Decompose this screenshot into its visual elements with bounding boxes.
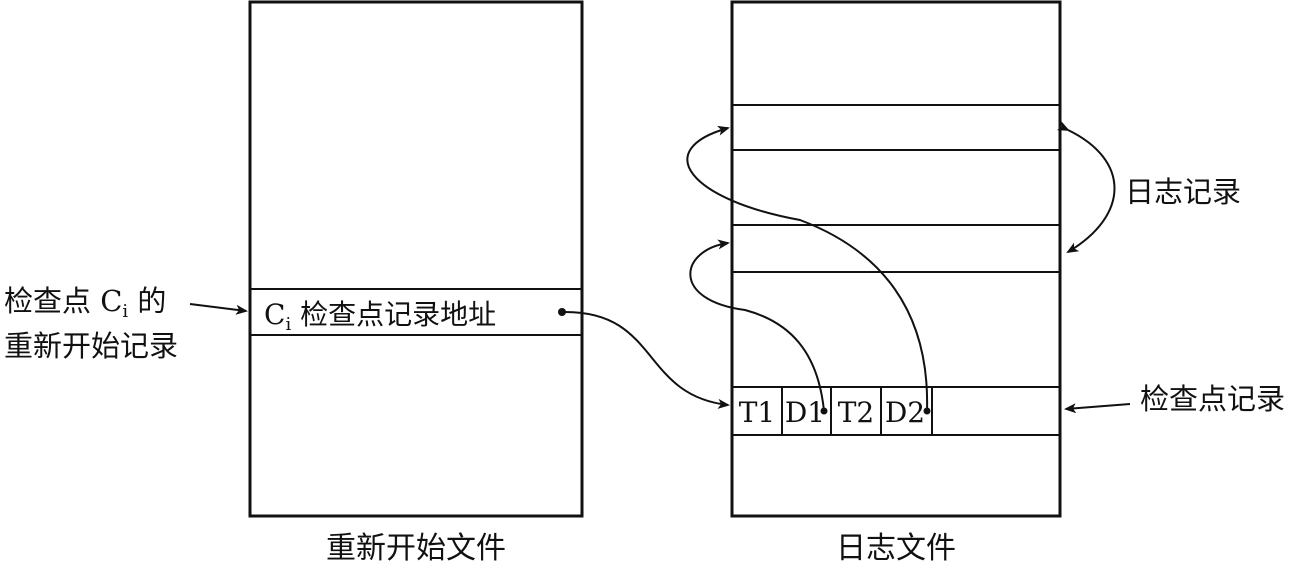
restart-record-label: 检查点 Ci 的 重新开始记录	[4, 284, 248, 363]
cell-d2: D2	[885, 396, 925, 429]
cell-t1: T1	[739, 396, 776, 429]
log-file-box	[730, 0, 1062, 518]
d2-pointer-arrow	[686, 125, 929, 412]
checkpoint-record-arrow	[1064, 403, 1131, 414]
log-file: T1 D1 T2 D2 日志文件	[730, 0, 1062, 566]
restart-file: Ci 检查点记录地址 重新开始文件	[248, 0, 584, 566]
log-records-annotation: 日志记录	[1056, 121, 1241, 254]
restart-label-arrow	[189, 303, 248, 315]
restart-to-checkpoint-arrow	[561, 310, 730, 409]
checkpoint-record-label: 检查点记录	[1140, 382, 1285, 416]
log-records-label: 日志记录	[1125, 175, 1241, 209]
restart-record-label-line2: 重新开始记录	[4, 329, 178, 363]
log-file-caption: 日志文件	[836, 531, 956, 566]
cell-d1: D1	[785, 396, 825, 429]
restart-record-text: Ci 检查点记录地址	[264, 298, 496, 335]
checkpoint-record-annotation: 检查点记录	[1064, 382, 1285, 416]
restart-record-label-line1: 检查点 Ci 的	[4, 284, 166, 322]
d1-pointer-arrow	[689, 239, 825, 412]
restart-file-caption: 重新开始文件	[326, 531, 506, 566]
restart-file-box	[248, 0, 584, 518]
cell-t2: T2	[838, 396, 875, 429]
log-records-double-arrow	[1056, 121, 1116, 254]
